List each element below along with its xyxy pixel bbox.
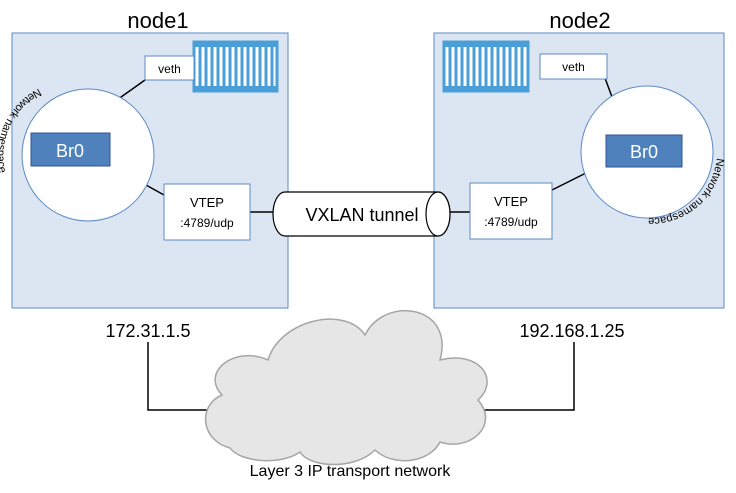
node2-ip-address: 192.168.1.25 bbox=[519, 321, 625, 341]
node1-ip-address: 172.31.1.5 bbox=[105, 321, 191, 341]
node2-vtep-box bbox=[469, 182, 553, 240]
node1-title: node1 bbox=[127, 8, 189, 33]
node1-veth-label: veth bbox=[158, 62, 181, 76]
node2-bridge bbox=[605, 134, 683, 168]
node1-container-icon bbox=[192, 40, 279, 93]
vxlan-tunnel bbox=[272, 191, 451, 237]
node2-container-icon bbox=[442, 40, 530, 93]
node1-cloud-link bbox=[147, 342, 210, 411]
transport-network-label: Layer 3 IP transport network bbox=[249, 463, 451, 480]
vxlan-tunnel-label: VXLAN tunnel bbox=[305, 205, 418, 225]
node2-cloud-link bbox=[480, 342, 575, 411]
node1-bridge bbox=[30, 132, 111, 167]
transport-network-cloud bbox=[205, 309, 488, 466]
node1-bridge-label: Br0 bbox=[56, 141, 84, 161]
node2-veth-box bbox=[539, 53, 608, 80]
node2-vtep-port: :4789/udp bbox=[484, 215, 538, 229]
node1-vtep-port: :4789/udp bbox=[180, 216, 234, 230]
node1-vtep-title: VTEP bbox=[190, 195, 224, 210]
node2-bridge-label: Br0 bbox=[630, 142, 658, 162]
node1-veth-box bbox=[144, 55, 195, 81]
node1-vtep-box bbox=[163, 183, 251, 241]
node2-vtep-title: VTEP bbox=[494, 194, 528, 209]
node2-veth-label: veth bbox=[562, 60, 585, 74]
node2-title: node2 bbox=[549, 8, 611, 33]
